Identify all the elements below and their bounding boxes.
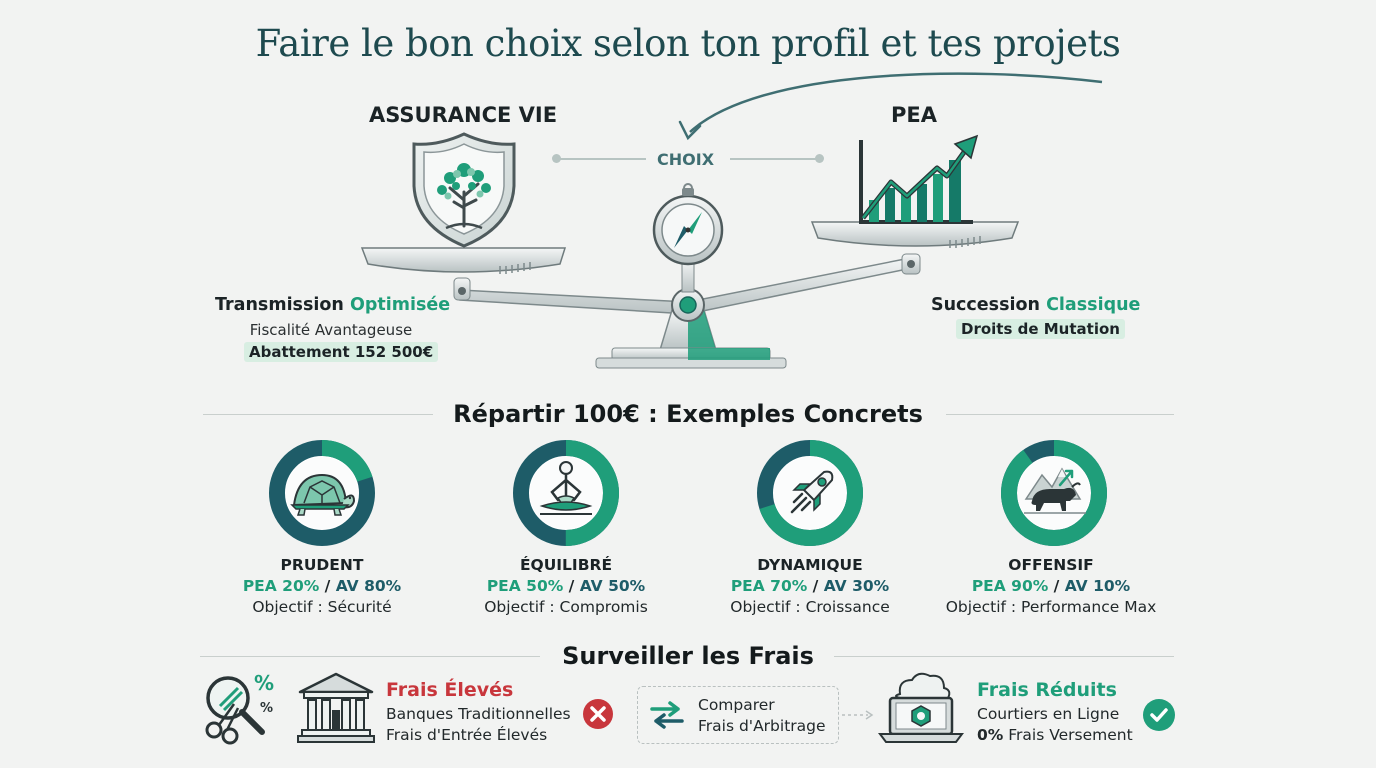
av-share: AV 80% (335, 577, 402, 595)
pea-share: PEA 90% (971, 577, 1049, 595)
dashed-arrow-icon (842, 710, 874, 720)
meditation-icon (539, 461, 593, 515)
pea-segment (513, 440, 619, 546)
av-share: AV 30% (823, 577, 890, 595)
profile-name: PRUDENT (280, 556, 364, 574)
right-feature-main: Succession (931, 295, 1040, 315)
low-fees-line2: 0% Frais Versement (977, 725, 1133, 745)
low-fees-title: Frais Réduits (977, 679, 1117, 701)
svg-text:%: % (254, 671, 274, 695)
left-feature-chip-wrap: Abattement 152 500€ (244, 342, 439, 362)
choix-label: CHOIX (657, 150, 715, 169)
pea-segment (1001, 440, 1107, 546)
growth-chart-icon (859, 134, 979, 224)
page-title: Faire le bon choix selon ton profil et t… (255, 22, 1121, 65)
balance-scale-illustration (360, 183, 1020, 369)
turtle-icon (290, 473, 356, 516)
magnifier-scissors-icon: % % (205, 671, 274, 745)
profile-name: OFFENSIF (1008, 556, 1094, 574)
choix-line-right (730, 158, 820, 160)
pea-segment (757, 440, 863, 546)
swap-arrows-icon (650, 701, 684, 729)
left-feature-main: Transmission (215, 295, 344, 315)
laptop-cloud-icon (878, 672, 964, 743)
av-share: AV 10% (1064, 577, 1131, 595)
choix-dot-left (552, 154, 561, 163)
profile-goal: Objectif : Compromis (484, 598, 648, 616)
compare-line1: Comparer (698, 696, 775, 714)
cross-icon (583, 699, 613, 729)
rocket-icon (790, 470, 834, 514)
curved-arrow-icon (678, 72, 1103, 141)
profile-prudent: PRUDENT PEA 20% / AV 80% Objectif : Sécu… (222, 556, 422, 616)
profile-allocation: PEA 50% / AV 50% (486, 577, 646, 595)
right-feature-highlight: Classique (1046, 295, 1141, 315)
profile-name: DYNAMIQUE (757, 556, 863, 574)
low-fees-line1: Courtiers en Ligne (977, 705, 1120, 723)
bank-icon (297, 672, 375, 743)
pea-share: PEA 50% (486, 577, 564, 595)
pea-share: PEA 70% (730, 577, 808, 595)
right-feature-title: Succession Classique (931, 295, 1140, 315)
allocation-heading: Répartir 100€ : Exemples Concrets (453, 400, 923, 428)
profile-goal: Objectif : Performance Max (945, 598, 1157, 616)
section-rule-right (946, 414, 1174, 415)
left-feature-sub: Fiscalité Avantageuse (249, 321, 413, 339)
assurance-vie-heading: ASSURANCE VIE (369, 103, 558, 127)
fees-heading: Surveiller les Frais (562, 642, 814, 670)
av-share: AV 50% (579, 577, 646, 595)
high-fees-title: Frais Élevés (386, 679, 514, 701)
low-fees-line2-rest: Frais Versement (1008, 726, 1133, 744)
high-fees-line2: Frais d'Entrée Élevés (386, 726, 548, 744)
profile-allocation: PEA 70% / AV 30% (730, 577, 890, 595)
svg-text:%: % (260, 701, 273, 716)
choix-dot-right (815, 154, 824, 163)
profile-dynamique: DYNAMIQUE PEA 70% / AV 30% Objectif : Cr… (710, 556, 910, 616)
abattement-chip: Abattement 152 500€ (244, 342, 439, 362)
profile-name: ÉQUILIBRÉ (519, 556, 613, 574)
high-fees-line1: Banques Traditionnelles (386, 705, 571, 723)
droits-chip: Droits de Mutation (956, 319, 1125, 339)
left-feature-highlight: Optimisée (349, 295, 451, 315)
pea-share: PEA 20% (242, 577, 320, 595)
profile-equilibre: ÉQUILIBRÉ PEA 50% / AV 50% Objectif : Co… (466, 556, 666, 616)
profile-goal: Objectif : Croissance (730, 598, 890, 616)
compare-line2: Frais d'Arbitrage (698, 717, 826, 735)
bull-icon (1024, 467, 1086, 514)
profile-goal: Objectif : Sécurité (252, 598, 392, 616)
check-icon (1143, 699, 1175, 731)
right-feature-chip-wrap: Droits de Mutation (956, 319, 1125, 339)
fees-rule-left (200, 656, 540, 657)
profile-allocation: PEA 20% / AV 80% (242, 577, 402, 595)
section-rule-left (203, 414, 433, 415)
choix-line-left (556, 158, 646, 160)
low-fees-percent: 0% (977, 726, 1004, 744)
pea-segment (269, 440, 375, 546)
profile-allocation: PEA 90% / AV 10% (971, 577, 1131, 595)
fees-rule-right (834, 656, 1174, 657)
pea-heading: PEA (891, 103, 937, 127)
shield-tree-icon (412, 132, 516, 248)
profile-offensif: OFFENSIF PEA 90% / AV 10% Objectif : Per… (938, 556, 1164, 616)
left-feature-title: Transmission Optimisée (215, 295, 450, 315)
